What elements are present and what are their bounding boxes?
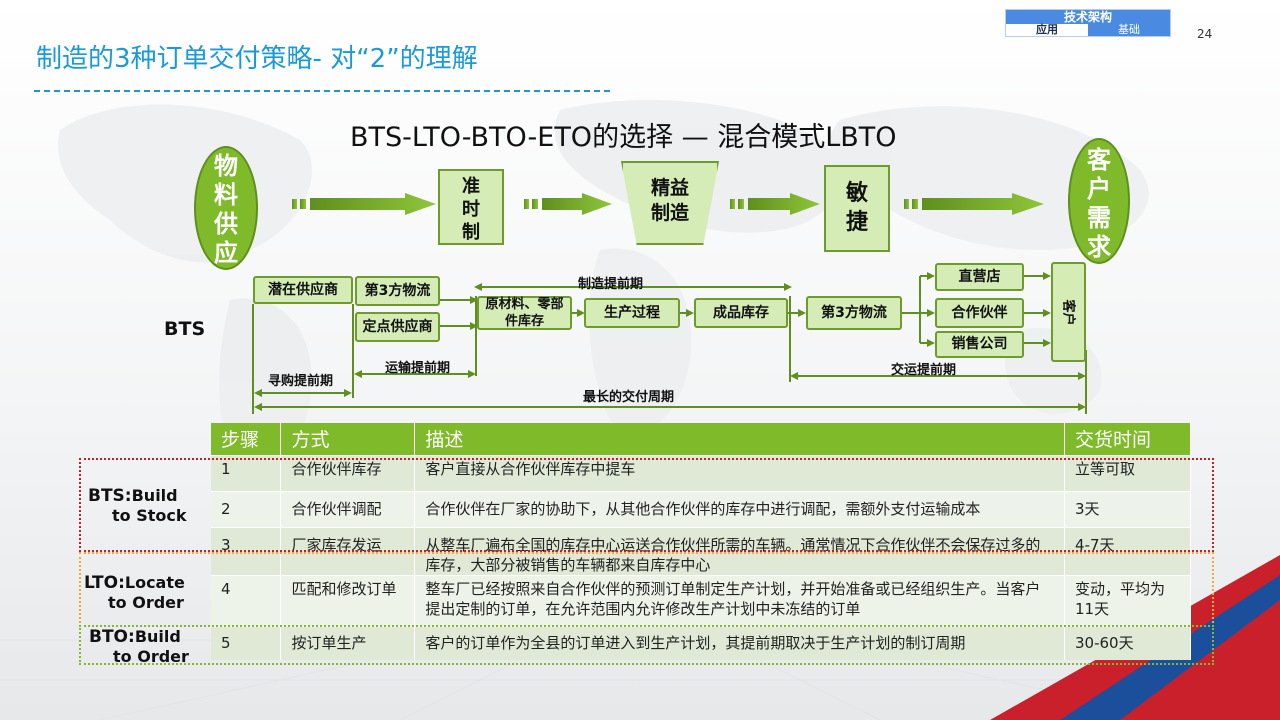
cell-description: 整车厂已经按照来自合作伙伴的预测订单制定生产计划，并开始准备或已经组织生产。当客… (414, 574, 1066, 626)
oval-char: 应 (214, 239, 238, 267)
cell-mode: 匹配和修改订单 (280, 574, 416, 626)
category-bts: BTS:Build to Stock (88, 486, 187, 525)
lto-group-frame (79, 552, 1214, 627)
cell-delivery-time: 3天 (1064, 490, 1191, 527)
finished-goods-box: 成品库存 (694, 298, 788, 328)
stage-char: 捷 (845, 210, 868, 235)
sales-company-box: 销售公司 (935, 331, 1024, 358)
table-header-row: 步骤 方式 描述 交货时间 (211, 423, 1191, 455)
page-number: 24 (1197, 27, 1213, 41)
cell-step: 2 (211, 490, 282, 527)
table-row: 2 合作伙伴调配 合作伙伴在厂家的协助下，从其他合作伙伴的库存中进行调配，需额外… (211, 490, 1191, 527)
oval-char: 料 (214, 181, 238, 209)
architecture-tag: 技术架构 应用 基础 (1005, 9, 1171, 37)
diagram-subtitle: BTS-LTO-BTO-ETO的选择 — 混合模式LBTO (350, 122, 897, 153)
customer-demand-oval: 客 户 需 求 (1068, 138, 1130, 264)
designated-supplier-box: 定点供应商 (355, 312, 440, 342)
tag-application: 应用 (1006, 24, 1088, 36)
bts-row-label: BTS (164, 318, 206, 340)
stage-char: 准 (462, 176, 480, 197)
cell-step: 4 (211, 574, 282, 626)
header-step: 步骤 (211, 423, 282, 455)
agile-stage: 敏 捷 (824, 165, 890, 252)
category-bto-abbr: BTO: (89, 627, 135, 647)
cell-description: 客户直接从合作伙伴库存中提车 (414, 454, 1066, 491)
title-divider (34, 90, 610, 92)
header-delivery-time: 交货时间 (1064, 423, 1191, 455)
category-lto: LTO:Locate to Order (84, 573, 185, 612)
bto-group-frame (79, 625, 1214, 665)
stage-char: 制 (462, 222, 480, 243)
table-row: 1 合作伙伴库存 客户直接从合作伙伴库存中提车 立等可取 (211, 454, 1191, 491)
cell-mode: 按订单生产 (280, 625, 416, 660)
oval-char: 求 (1087, 233, 1111, 261)
tag-foundation: 基础 (1088, 24, 1170, 36)
oval-char: 物 (214, 152, 238, 180)
direct-store-box: 直营店 (935, 263, 1024, 291)
flow-arrow (524, 193, 612, 215)
category-bto: BTO:Build to Order (89, 627, 189, 666)
customer-label: 客户 (1060, 298, 1076, 326)
stage-char: 时 (462, 199, 480, 220)
stage-char: 敏 (845, 181, 868, 206)
sourcing-lead-time-label: 寻购提前期 (268, 374, 334, 389)
category-bto-text-2: to Order (113, 647, 189, 666)
category-bts-text-1: Build (131, 486, 178, 505)
raw-material-inventory-box: 原材料、零部件库存 (477, 296, 572, 330)
third-party-logistics-inbound-box: 第3方物流 (355, 276, 440, 306)
delivery-lead-time-label: 交运提前期 (891, 363, 957, 378)
category-lto-text-2: to Order (108, 593, 184, 612)
manufacturing-lead-time-label: 制造提前期 (578, 277, 644, 292)
table-row: 4 匹配和修改订单 整车厂已经按照来自合作伙伴的预测订单制定生产计划，并开始准备… (211, 574, 1191, 626)
cell-delivery-time: 30-60天 (1064, 625, 1191, 660)
category-lto-text-1: Locate (124, 573, 185, 592)
oval-char: 需 (1087, 204, 1111, 232)
tag-architecture: 技术架构 (1006, 10, 1170, 24)
stage-line: 制造 (650, 202, 689, 224)
production-process-box: 生产过程 (584, 298, 680, 328)
oval-char: 客 (1087, 146, 1111, 174)
page-title: 制造的3种订单交付策略- 对“2”的理解 (36, 44, 478, 74)
longest-delivery-cycle-label: 最长的交付周期 (583, 390, 675, 405)
oval-char: 供 (214, 210, 238, 238)
potential-supplier-box: 潜在供应商 (253, 276, 353, 304)
header-description: 描述 (414, 423, 1066, 455)
cell-description: 合作伙伴在厂家的协助下，从其他合作伙伴的库存中进行调配，需额外支付运输成本 (414, 490, 1066, 527)
table-row: 5 按订单生产 客户的订单作为全县的订单进入到生产计划，其提前期取决于生产计划的… (211, 625, 1191, 660)
transport-lead-time-label: 运输提前期 (385, 361, 451, 376)
material-supply-oval: 物 料 供 应 (194, 146, 258, 270)
third-party-logistics-outbound-box: 第3方物流 (806, 296, 902, 330)
partner-box: 合作伙伴 (935, 298, 1024, 328)
category-bts-abbr: BTS: (88, 486, 132, 506)
cell-delivery-time: 变动，平均为11天 (1064, 574, 1191, 626)
category-lto-abbr: LTO: (84, 573, 125, 593)
flow-arrow (730, 193, 820, 215)
stage-line: 精益 (650, 177, 689, 199)
header-mode: 方式 (280, 423, 416, 455)
lean-stage-label: 精益 制造 (621, 176, 719, 226)
category-bts-text-2: to Stock (112, 506, 187, 525)
cell-delivery-time: 立等可取 (1064, 454, 1191, 491)
cell-mode: 合作伙伴库存 (280, 454, 416, 491)
category-bto-text-1: Build (134, 627, 181, 646)
flow-arrow (292, 193, 436, 215)
customer-box: 客户 (1051, 262, 1086, 362)
bts-group-frame (79, 458, 1214, 552)
flow-arrow (904, 193, 1044, 215)
cell-mode: 合作伙伴调配 (280, 490, 416, 527)
cell-description: 客户的订单作为全县的订单进入到生产计划，其提前期取决于生产计划的制订周期 (414, 625, 1066, 660)
cell-step: 1 (211, 454, 282, 491)
jit-stage: 准 时 制 (438, 169, 504, 245)
oval-char: 户 (1087, 175, 1111, 203)
